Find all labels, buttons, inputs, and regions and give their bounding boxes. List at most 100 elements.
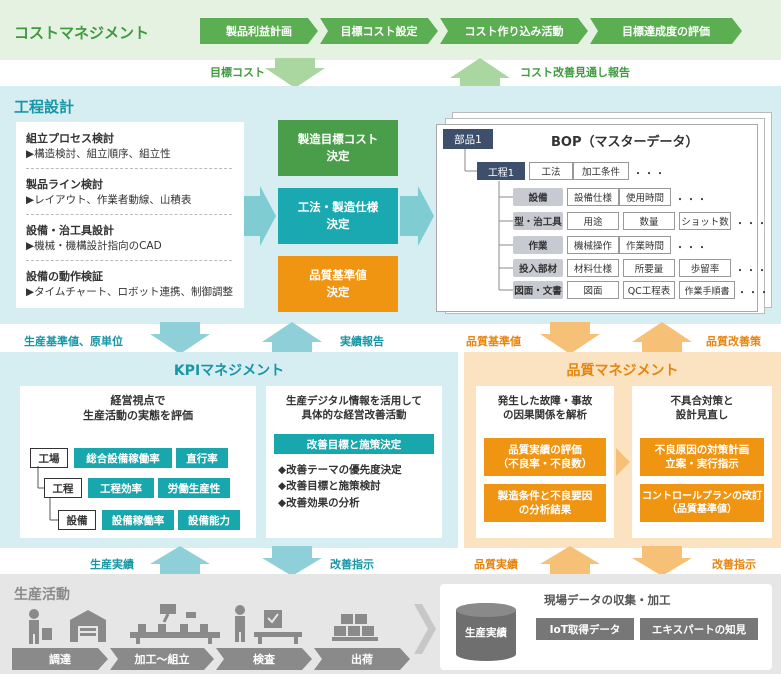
- bop-cell: 作業手順書: [679, 281, 735, 299]
- bop-cell: 設備仕様: [567, 188, 619, 206]
- production-down-arrow: [262, 546, 322, 576]
- ellipsis: ・・・: [735, 266, 768, 277]
- bop-right-arrow: [400, 186, 434, 246]
- quality-controlplan-box: コントロールプランの改訂 （品質基準値）: [640, 484, 764, 522]
- cost-down-arrow: [265, 58, 325, 88]
- cost-step-2: 目標コスト設定: [320, 18, 438, 44]
- bop-cell: 作業時間: [619, 236, 671, 254]
- quality-eval-box: 品質実績の評価 （不良率・不良数）: [484, 438, 606, 476]
- bop-row-documents: 図面・文書: [513, 281, 563, 299]
- quality-up-arrow: [632, 322, 692, 354]
- bop-cell: 数量: [623, 212, 675, 230]
- kpi-right-panel: 生産デジタル情報を活用して 具体的な経営改善活動 改善目標と施策決定 ◆改善テー…: [266, 386, 442, 538]
- kpi-title: KPIマネジメント: [173, 363, 285, 379]
- quality-instruction-down-label: 改善指示: [712, 558, 756, 571]
- quality-result-up-label: 品質実績: [474, 558, 518, 571]
- database-icon: [456, 603, 516, 661]
- source-expert-knowledge: エキスパートの知見: [640, 618, 758, 640]
- kpi-up-label: 実績報告: [340, 335, 384, 348]
- bop-cell: 用途: [567, 212, 619, 230]
- machining-assembly-icon: [130, 604, 220, 644]
- quality-up-label: 品質改善策: [706, 335, 761, 348]
- level-process: 工程: [44, 478, 82, 498]
- process-design-title: 工程設計: [14, 98, 75, 116]
- kpi-band: KPIマネジメント 経営視点で 生産活動の実態を評価 工場 総合設備稼働率 直行…: [0, 352, 458, 548]
- quality-band: 品質マネジメント 発生した故障・事故 の因果関係を解析 品質実績の評価 （不良率…: [464, 352, 781, 548]
- inspection-icon: [235, 605, 302, 644]
- production-down-label: 改善指示: [330, 558, 374, 571]
- process-design-band: 工程設計 組立プロセス検討 ▶構造検討、組立順序、組立性 製品ライン検討 ▶レイ…: [0, 86, 781, 324]
- process-tag: 工程1: [477, 162, 525, 180]
- quality-analysis-box: 製造条件と不良要因 の分析結果: [484, 484, 606, 522]
- cost-step-4: 目標達成度の評価: [590, 18, 742, 44]
- bop-cell: QC工程表: [623, 281, 675, 299]
- process-item-1: 組立プロセス検討 ▶構造検討、組立順序、組立性: [26, 132, 171, 160]
- source-iot-data: IoT取得データ: [536, 618, 634, 640]
- cost-management-title: コストマネジメント: [14, 24, 150, 42]
- bop-cell: 歩留率: [679, 259, 731, 277]
- process-cell-conditions: 加工条件: [573, 162, 629, 180]
- quality-down-arrow: [540, 322, 600, 354]
- kpi-left-panel: 経営視点で 生産活動の実態を評価 工場 総合設備稼働率 直行率 工程 工程効率 …: [20, 386, 256, 538]
- quality-right-arrow: [616, 448, 630, 476]
- process-items-panel: 組立プロセス検討 ▶構造検討、組立順序、組立性 製品ライン検討 ▶レイアウト、作…: [16, 122, 244, 308]
- bop-title: BOP（マスターデータ）: [551, 135, 699, 150]
- production-up-arrow: [150, 546, 210, 576]
- shipping-icon: [332, 614, 378, 641]
- bop-row-work: 作業: [513, 236, 563, 254]
- bop-cell: 図面: [567, 281, 619, 299]
- kpi-down-arrow: [150, 322, 210, 354]
- quality-left-heading: 発生した故障・事故 の因果関係を解析: [497, 395, 593, 422]
- quality-left-panel: 発生した故障・事故 の因果関係を解析 品質実績の評価 （不良率・不良数） 製造条…: [476, 386, 614, 538]
- cost-up-arrow: [450, 58, 510, 88]
- production-title: 生産活動: [14, 587, 70, 603]
- bop-row-materials: 投入部材: [513, 259, 563, 277]
- data-collection-title: 現場データの収集・加工: [544, 593, 671, 607]
- procurement-icon: [29, 609, 106, 644]
- part-tag: 部品1: [443, 129, 493, 149]
- production-step-2: 加工〜組立: [110, 648, 214, 670]
- kpi-right-heading: 生産デジタル情報を活用して 具体的な経営改善活動: [286, 395, 422, 422]
- bop-cell: ショット数: [679, 212, 731, 230]
- decision-target-cost: 製造目標コスト 決定: [278, 120, 398, 176]
- quality-countermeasure-box: 不良原因の対策計画 立案・実行指示: [640, 438, 764, 476]
- kpi-hierarchy-lines: [37, 466, 58, 521]
- production-step-1: 調達: [12, 648, 108, 670]
- bop-cell: 所要量: [623, 259, 675, 277]
- kpi-tag: 工程効率: [88, 478, 154, 498]
- data-collection-panel: 現場データの収集・加工 生産実績 IoT取得データ エキスパートの知見: [440, 584, 772, 670]
- cost-up-label: コスト改善見通し報告: [520, 66, 630, 79]
- decision-quality-standard: 品質基準値 決定: [278, 256, 398, 312]
- bop-row-tooling: 型・治工具: [513, 212, 563, 230]
- kpi-bullets: ◆改善テーマの優先度決定 ◆改善目標と施策検討 ◆改善効果の分析: [278, 464, 402, 509]
- kpi-down-label: 生産基準値、原単位: [24, 335, 123, 348]
- kpi-tag: 総合設備稼働率: [74, 448, 172, 468]
- production-up-label: 生産実績: [90, 558, 134, 571]
- cost-step-1: 製品利益計画: [200, 18, 318, 44]
- production-step-4: 出荷: [314, 648, 410, 670]
- divider: [26, 214, 232, 215]
- quality-right-panel: 不具合対策と 設計見直し 不良原因の対策計画 立案・実行指示 コントロールプラン…: [632, 386, 772, 538]
- collect-right-arrow: [414, 604, 436, 654]
- quality-result-up-arrow: [540, 546, 600, 576]
- production-step-3: 検査: [216, 648, 312, 670]
- process-item-3: 設備・治工具設計 ▶機械・機構設計指向のCAD: [26, 224, 162, 252]
- production-band: 生産活動: [0, 574, 781, 674]
- bop-cell: 材料仕様: [567, 259, 619, 277]
- kpi-up-arrow: [262, 322, 322, 354]
- level-factory: 工場: [30, 448, 68, 468]
- kpi-tag: 直行率: [176, 448, 228, 468]
- quality-right-heading: 不具合対策と 設計見直し: [670, 395, 734, 422]
- bop-cell: 機械操作: [567, 236, 619, 254]
- ellipsis: ・・・: [675, 195, 708, 206]
- source-production-result: 生産実績: [465, 626, 507, 639]
- kpi-right-bar: 改善目標と施策決定: [274, 434, 434, 454]
- decision-method-spec: 工法・製造仕様 決定: [278, 188, 398, 244]
- divider: [26, 168, 232, 169]
- quality-instruction-down-arrow: [632, 546, 692, 576]
- cost-down-label: 目標コスト: [210, 66, 265, 79]
- quality-down-label: 品質基準値: [466, 335, 521, 348]
- process-cell-method: 工法: [529, 162, 573, 180]
- process-right-arrow: [244, 186, 276, 246]
- ellipsis: ・・・: [633, 169, 666, 180]
